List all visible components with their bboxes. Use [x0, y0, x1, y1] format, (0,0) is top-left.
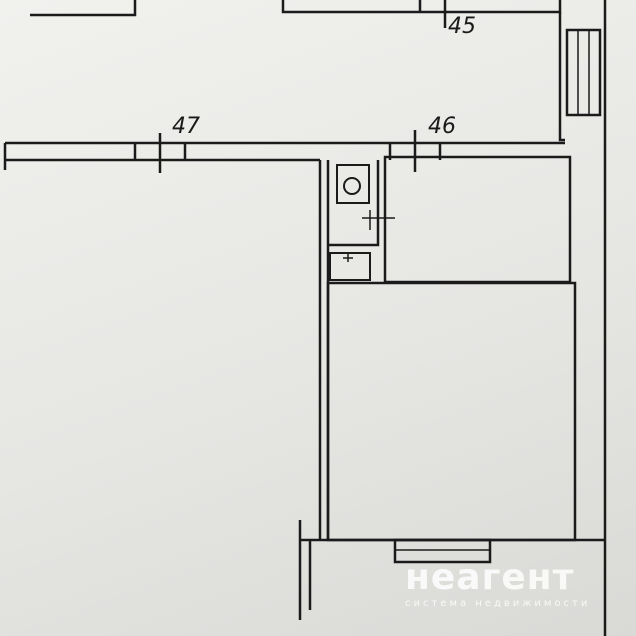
opening-47 [133, 133, 187, 173]
right-inner-wall [558, 12, 565, 142]
watermark-tagline: система недвижимости [405, 598, 591, 609]
wall-tick-45 [418, 0, 447, 28]
top-middle-wall [281, 0, 562, 14]
small-closet [329, 252, 371, 281]
closet-mark [343, 254, 353, 262]
toilet [336, 164, 370, 204]
watermark-brand: неагент [405, 557, 575, 598]
room-label-46: 46 [428, 114, 456, 139]
room-label-45: 45 [448, 14, 476, 39]
stairs [565, 28, 602, 117]
room-right [383, 155, 572, 284]
watermark: неагент система недвижимости [405, 557, 591, 610]
top-left-wall [30, 0, 137, 17]
corridor-wall [3, 141, 565, 170]
room-label-47: 47 [172, 114, 200, 139]
room-main [326, 281, 577, 542]
bathroom-door [362, 210, 395, 230]
stairs-treads [577, 30, 590, 115]
balcony-window [393, 538, 492, 564]
toilet-bowl [343, 177, 361, 195]
